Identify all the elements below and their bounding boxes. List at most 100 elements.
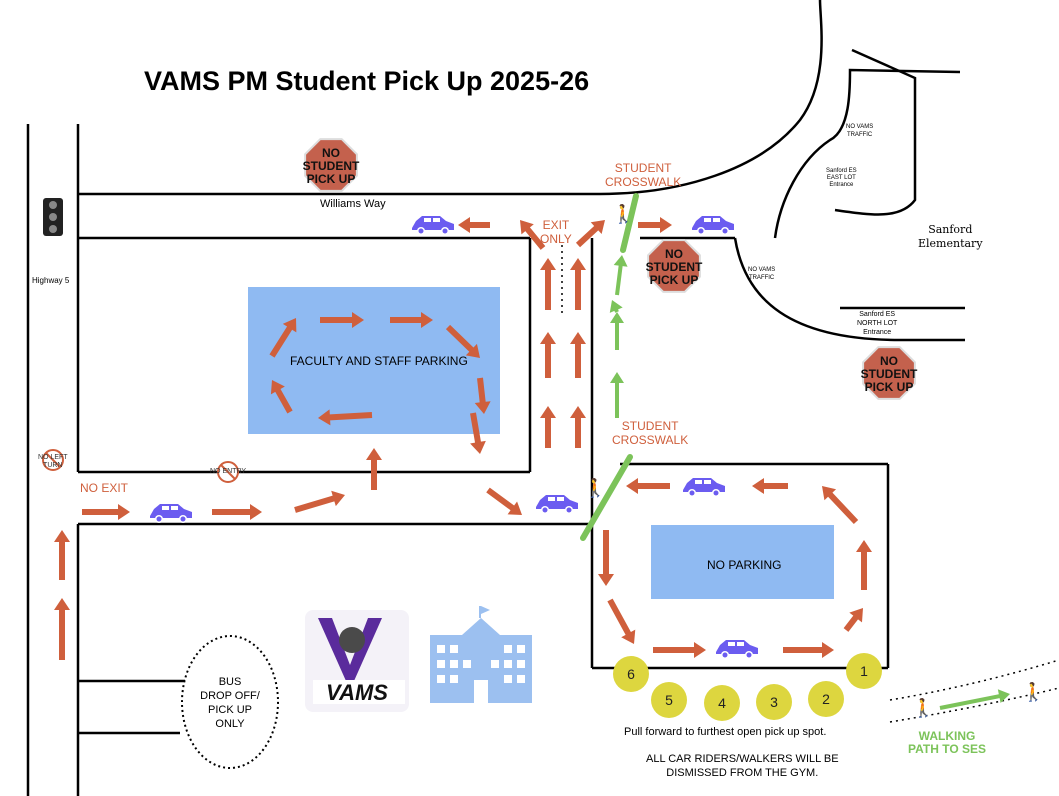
stop-sign-text: PICK UP — [650, 273, 699, 287]
traffic-arrow — [82, 504, 130, 520]
stop-sign-text: STUDENT — [861, 367, 918, 381]
traffic-arrow — [575, 220, 605, 248]
walking-arrow — [939, 689, 1010, 710]
traffic-arrow — [294, 490, 345, 513]
traffic-arrow — [540, 258, 556, 310]
cars — [150, 216, 758, 659]
stop-sign-text: STUDENT — [303, 159, 360, 173]
pickup-spot-number: 1 — [860, 663, 868, 679]
no-left-turn-icon — [42, 449, 64, 471]
traffic-arrow — [458, 217, 490, 233]
walker-icons: 🚶 🚶 🚶 🚶 — [584, 203, 1044, 719]
vams-logo-text: VAMS — [326, 680, 388, 705]
walking-path-label: WALKING PATH TO SES — [908, 729, 987, 756]
stop-sign-text: NO — [665, 247, 683, 261]
pickup-spot: 2 — [808, 681, 844, 717]
traffic-arrow — [822, 486, 859, 525]
svg-text:🚶: 🚶 — [1022, 681, 1044, 703]
traffic-arrow — [783, 642, 834, 658]
bus-zone — [181, 635, 279, 769]
traffic-arrow — [843, 608, 863, 632]
traffic-arrow — [626, 478, 670, 494]
traffic-arrow — [653, 642, 706, 658]
no-entry-icon — [217, 461, 239, 483]
traffic-arrow — [269, 318, 297, 358]
car-icon — [412, 216, 454, 235]
dismissal-note: ALL CAR RIDERS/WALKERS WILL BE DISMISSED… — [646, 753, 839, 779]
crosswalk-lines — [580, 193, 639, 541]
no-parking-label: NO PARKING — [707, 558, 782, 572]
traffic-arrow — [366, 448, 382, 490]
svg-text:🚶: 🚶 — [584, 477, 606, 499]
pickup-spot-number: 6 — [627, 666, 635, 682]
traffic-arrow — [570, 258, 586, 310]
traffic-arrow — [212, 504, 262, 520]
traffic-light-icon — [43, 198, 63, 236]
traffic-arrow — [390, 312, 433, 328]
traffic-arrow — [607, 598, 636, 644]
walking-arrow — [610, 312, 624, 350]
traffic-arrow — [638, 217, 672, 233]
traffic-arrow — [318, 409, 373, 426]
no-left-turn-label: NO LEFT TURN — [38, 454, 68, 469]
traffic-arrow — [474, 377, 491, 414]
faculty-parking-label: FACULTY AND STAFF PARKING — [290, 354, 468, 368]
pickup-spot: 1 — [846, 653, 882, 689]
traffic-arrow — [856, 540, 872, 590]
traffic-arrow — [540, 406, 556, 448]
car-icon — [683, 478, 725, 497]
stop-sign-text: NO — [322, 146, 340, 160]
stop-sign-text: NO — [880, 354, 898, 368]
traffic-arrow — [270, 380, 293, 414]
exit-only-label: EXIT ONLY — [540, 218, 572, 246]
pickup-spot: 4 — [704, 685, 740, 721]
pickup-spot-number: 2 — [822, 691, 830, 707]
no-vams-traffic-lower: NO VAMS TRAFFIC — [748, 267, 776, 281]
traffic-arrow — [540, 332, 556, 378]
road-lines — [26, 0, 965, 796]
pickup-spot: 3 — [756, 684, 792, 720]
traffic-arrow — [598, 530, 614, 586]
pickup-spot-number: 3 — [770, 694, 778, 710]
no-vams-traffic-upper: NO VAMS TRAFFIC — [846, 124, 874, 138]
crosswalk-label-middle: STUDENT CROSSWALK — [612, 419, 689, 447]
pickup-spot-number: 5 — [665, 692, 673, 708]
bus-zone-label: BUS DROP OFF/ PICK UP ONLY — [200, 676, 260, 730]
highway-5-label: Highway 5 — [32, 276, 70, 285]
walking-arrow — [610, 372, 624, 418]
vams-logo — [305, 610, 409, 712]
walking-arrow — [609, 300, 623, 313]
car-icon — [536, 495, 578, 514]
no-entry-label: NO ENTRY — [210, 468, 247, 475]
sanford-east-lot-label: Sanford ES EAST LOT Entrance — [826, 168, 857, 188]
traffic-arrow — [486, 487, 522, 515]
traffic-arrow — [470, 412, 486, 454]
williams-way-label: Williams Way — [320, 198, 386, 210]
traffic-arrow — [570, 332, 586, 378]
car-icon — [692, 216, 734, 235]
pull-forward-note: Pull forward to furthest open pick up sp… — [624, 726, 827, 738]
traffic-arrow — [570, 406, 586, 448]
stop-sign-text: PICK UP — [307, 172, 356, 186]
svg-text:🚶: 🚶 — [912, 697, 934, 719]
page-title: VAMS PM Student Pick Up 2025-26 — [144, 66, 590, 96]
pickup-spot: 5 — [651, 682, 687, 718]
walking-arrows — [609, 255, 1010, 710]
no-exit-label: NO EXIT — [80, 481, 129, 495]
walking-arrow — [613, 255, 628, 296]
pickup-spot-number: 4 — [718, 695, 726, 711]
traffic-arrow — [54, 598, 70, 660]
traffic-arrows — [54, 217, 872, 660]
traffic-arrow — [752, 478, 788, 494]
traffic-arrow — [320, 312, 364, 328]
svg-text:🚶: 🚶 — [612, 203, 634, 225]
stop-sign-text: STUDENT — [646, 260, 703, 274]
sanford-elementary-label: Sanford Elementary — [918, 223, 983, 250]
pickup-spots: 1 2 3 4 5 6 — [613, 653, 882, 721]
car-icon — [150, 504, 192, 523]
traffic-arrow — [445, 324, 480, 358]
